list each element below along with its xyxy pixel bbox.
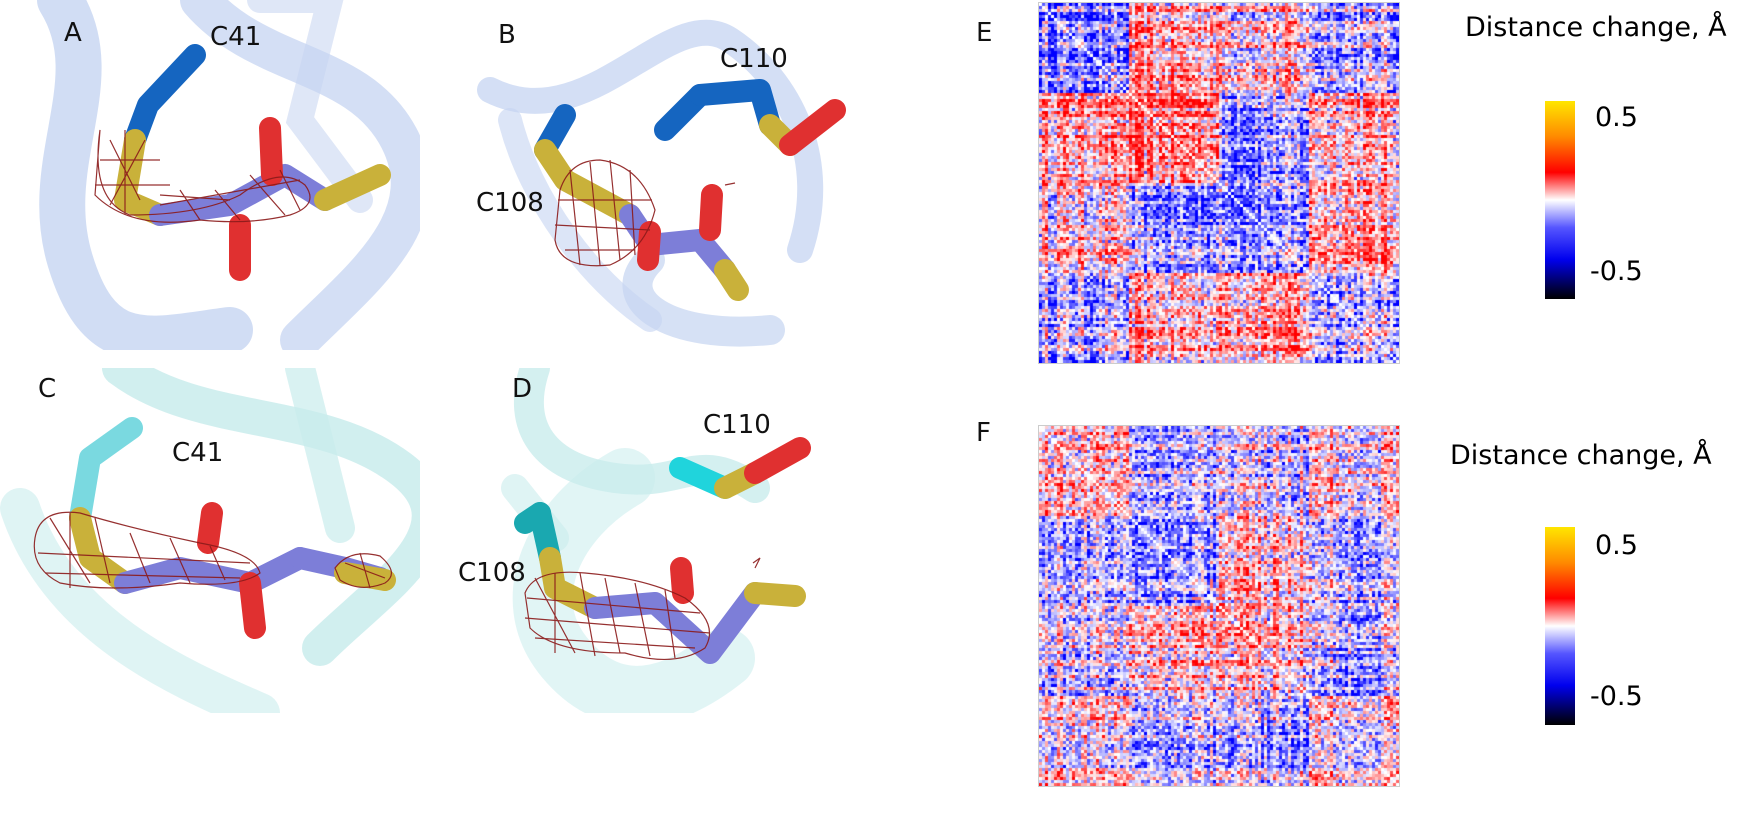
colorbar-f	[1545, 527, 1575, 725]
panel-d-structure	[501, 368, 811, 713]
panel-a-structure	[37, 0, 420, 350]
colorbar-e-tick-high: 0.5	[1595, 102, 1638, 133]
residue-label-c41-c: C41	[172, 438, 224, 468]
panel-c-label: C	[38, 374, 57, 404]
residue-label-c41: C41	[210, 22, 262, 52]
residue-label-c108: C108	[476, 188, 544, 218]
colorbar-e	[1545, 101, 1575, 299]
colorbar-e-tick-low: -0.5	[1590, 256, 1643, 287]
panel-d: D C110 C108	[455, 368, 875, 713]
panel-a-label: A	[64, 18, 82, 48]
residue-label-c110-d: C110	[703, 410, 771, 440]
residue-label-c110: C110	[720, 44, 788, 74]
panel-c: C C41	[0, 368, 420, 713]
panel-b-label: B	[498, 20, 516, 50]
panel-f-label: F	[976, 418, 991, 448]
panel-a: A C41	[0, 0, 420, 350]
panel-b-structure	[477, 19, 846, 347]
heatmap-f	[1038, 425, 1400, 787]
panel-e-label: E	[976, 18, 993, 48]
heatmap-e	[1038, 2, 1400, 364]
panel-b: B C110 C108	[470, 0, 890, 350]
colorbar-f-tick-high: 0.5	[1595, 530, 1638, 561]
colorbar-f-title: Distance change, Å	[1450, 440, 1712, 471]
panel-d-label: D	[512, 374, 533, 404]
colorbar-f-tick-low: -0.5	[1590, 681, 1643, 712]
panel-c-structure	[0, 368, 420, 713]
colorbar-e-title: Distance change, Å	[1465, 12, 1727, 43]
residue-label-c108-d: C108	[458, 558, 526, 588]
